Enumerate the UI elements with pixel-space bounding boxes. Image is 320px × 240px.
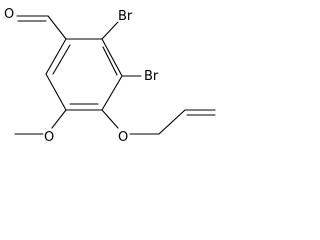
bromo-substituent-2: Br [101, 9, 133, 40]
methoxy-oxygen-label: O [44, 130, 54, 145]
ring-double-bond-c2-c3 [102, 46, 118, 76]
benzene-ring [45, 38, 123, 111]
allyloxy-group: O [101, 109, 216, 145]
ring-bond-c3-c4 [101, 75, 123, 111]
ring-double-bond-c6-c1 [52, 44, 71, 75]
allyloxy-oxygen-label: O [118, 130, 128, 145]
structure-diagram: O Br Br O O [4, 7, 216, 145]
aldehyde-oxygen-label: O [4, 7, 14, 22]
bromo-2-label: Br [118, 9, 133, 24]
bromo-2-bond [101, 21, 119, 40]
methoxy-bond-ring [51, 109, 67, 129]
allyloxy-bond-ch2-ch [158, 109, 186, 135]
ring-bond-c2-c3 [101, 38, 123, 77]
ring-bond-c6-c1 [45, 38, 67, 75]
aldehyde-bond-ring [47, 15, 67, 40]
bromo-3-label: Br [144, 69, 159, 84]
bromo-substituent-3: Br [121, 69, 159, 84]
allyloxy-bond-ring [101, 109, 119, 129]
ring-bond-c5-c6 [45, 73, 67, 111]
aldehyde-group: O [4, 7, 67, 40]
methoxy-group: O [14, 109, 67, 145]
